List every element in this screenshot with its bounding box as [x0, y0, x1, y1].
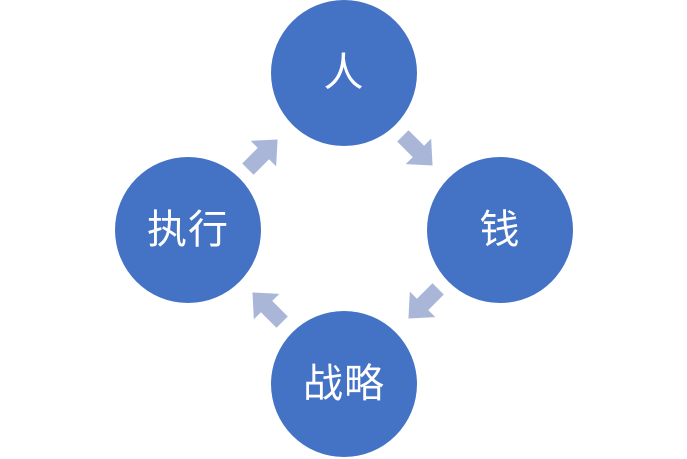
node-execution-label: 执行: [147, 207, 229, 253]
node-people: 人: [271, 0, 417, 146]
node-people-label: 人: [323, 50, 365, 96]
node-money-label: 钱: [479, 207, 521, 253]
arrow-money-to-strategy: [408, 283, 444, 319]
arrow-execution-to-people: [242, 139, 278, 175]
node-execution: 执行: [115, 157, 261, 303]
node-money: 钱: [427, 157, 573, 303]
node-strategy-label: 战略: [303, 361, 385, 407]
arrow-strategy-to-execution: [252, 292, 288, 328]
arrow-people-to-money: [397, 130, 433, 166]
node-strategy: 战略: [271, 311, 417, 457]
